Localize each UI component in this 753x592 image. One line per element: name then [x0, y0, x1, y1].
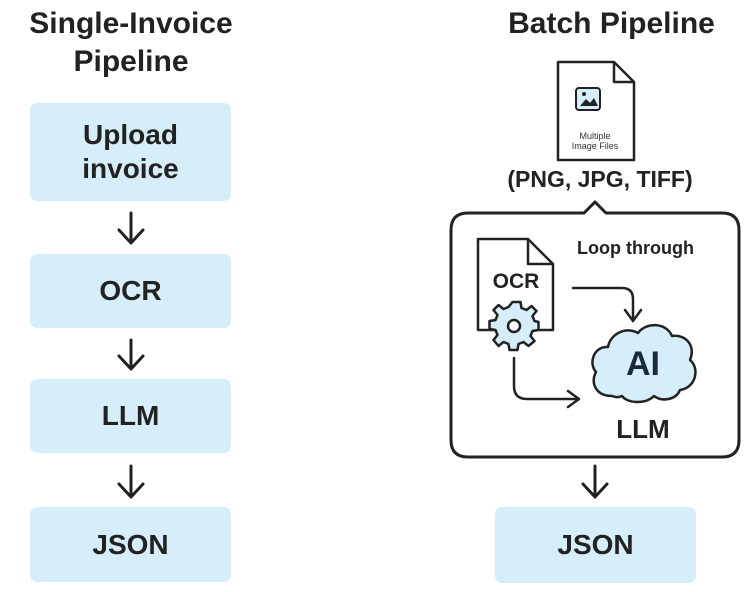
gear-icon — [488, 300, 540, 352]
title-line-2: Pipeline — [73, 45, 189, 78]
file-caption-line-1: Multiple — [579, 131, 611, 141]
title-line-1: Single-Invoice — [29, 7, 233, 40]
supported-formats-label: (PNG, JPG, TIFF) — [507, 166, 693, 192]
file-caption-line-2: Image Files — [571, 141, 619, 151]
ocr-document-label: OCR — [492, 270, 540, 293]
upload-step-line-1: Upload — [83, 119, 178, 150]
right-arrow-icon — [571, 286, 635, 321]
ai-label: AI — [626, 345, 660, 383]
image-file-icon — [556, 60, 636, 162]
down-arrow-icon — [117, 338, 145, 371]
arrow-head — [566, 389, 581, 409]
llm-step: LLM — [30, 379, 231, 453]
down-arrow-icon — [117, 464, 145, 499]
cloud-icon — [591, 323, 697, 404]
image-files-caption: Multiple Image Files — [556, 131, 634, 151]
right-arrow-icon — [512, 356, 579, 401]
loop-container — [449, 200, 741, 459]
upload-invoice-step: Upload invoice — [30, 103, 231, 201]
down-arrow-icon — [581, 464, 609, 499]
single-invoice-pipeline-title: Single-Invoice Pipeline — [0, 5, 262, 81]
down-arrow-icon — [117, 211, 145, 245]
ocr-step: OCR — [30, 254, 231, 328]
batch-pipeline-title: Batch Pipeline — [508, 7, 715, 40]
loop-through-label: Loop through — [577, 238, 694, 258]
json-output-step: JSON — [30, 507, 231, 582]
arrow-head — [623, 308, 643, 323]
batch-json-output: JSON — [495, 507, 696, 583]
llm-label: LLM — [616, 414, 670, 444]
upload-step-line-2: invoice — [82, 153, 179, 184]
